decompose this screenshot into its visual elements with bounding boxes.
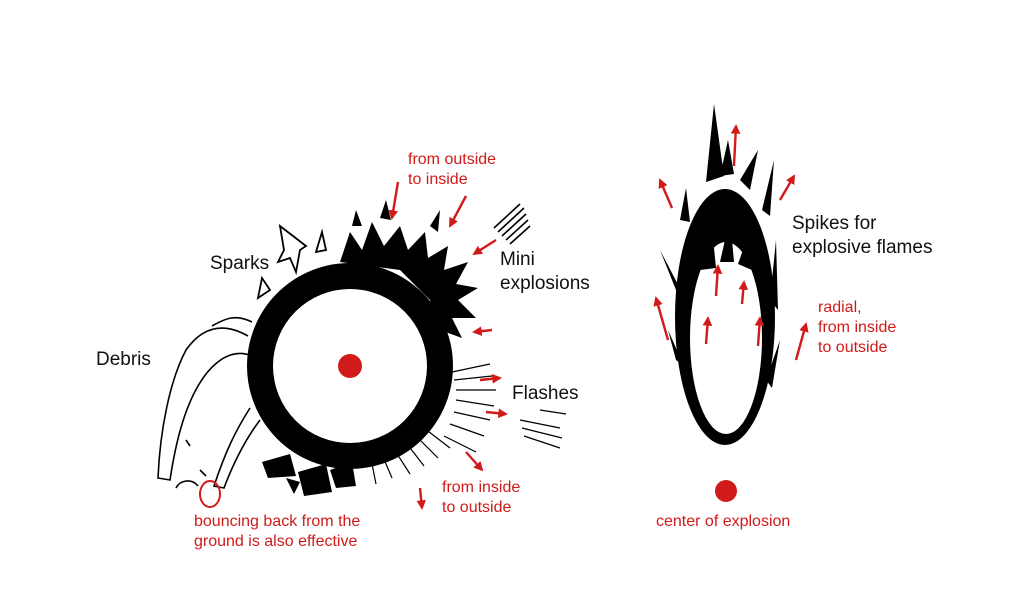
- inner-flame-spikes: [700, 218, 752, 270]
- mini-explosions-label: Mini explosions: [500, 248, 590, 296]
- spikes-line-1: Spikes for: [792, 213, 877, 234]
- outside-to-inside-annotation: from outside to inside: [408, 150, 496, 190]
- inside-to-outside-line-1: from inside: [442, 479, 521, 496]
- arrow-out-down-2: [416, 487, 427, 510]
- inside-to-outside-annotation: from inside to outside: [442, 478, 520, 518]
- radial-arrow-8: [754, 316, 765, 347]
- arrow-outside-in-2: [448, 195, 468, 228]
- spikes-label: Spikes for explosive flames: [792, 212, 932, 260]
- radial-line-2: from inside: [818, 319, 897, 336]
- bounce-annotation: bouncing back from the ground is also ef…: [194, 512, 360, 552]
- center-of-explosion-label: center of explosion: [656, 513, 791, 530]
- outside-to-inside-line-1: from outside: [408, 151, 497, 168]
- arrow-in-right: [472, 326, 493, 336]
- flashes-label: Flashes: [512, 383, 579, 404]
- radial-arrow-4: [653, 296, 670, 341]
- arrow-flash-2: [485, 408, 508, 419]
- debris-label: Debris: [96, 349, 151, 370]
- left-explosion-diagram: [157, 181, 567, 510]
- arrow-flash-1: [479, 373, 502, 384]
- left-direction-arrows: [388, 181, 508, 510]
- radial-arrows: [653, 124, 809, 361]
- radial-arrow-9: [794, 322, 809, 361]
- bounce-line-2: ground is also effective: [194, 533, 358, 550]
- radial-arrow-1: [730, 124, 741, 167]
- arrow-out-down-1: [465, 451, 484, 472]
- radial-line-3: to outside: [818, 339, 888, 356]
- radial-arrow-7: [702, 316, 713, 345]
- left-center-dot: [338, 354, 362, 378]
- right-explosion-diagram: [653, 104, 809, 502]
- bounce-line-1: bouncing back from the: [194, 513, 361, 530]
- radial-arrow-5: [712, 264, 723, 297]
- radial-arrow-6: [738, 280, 749, 305]
- radial-arrow-2: [658, 178, 674, 209]
- flashes-lines: [443, 363, 567, 453]
- outside-to-inside-line-2: to inside: [408, 171, 468, 188]
- spikes-line-2: explosive flames: [792, 236, 933, 258]
- center-of-explosion-dot: [715, 480, 737, 502]
- mini-explosions-line-1: Mini: [500, 249, 535, 270]
- debris-outlines: [157, 316, 261, 489]
- inside-to-outside-line-2: to outside: [442, 499, 512, 516]
- mini-explosions-line-2: explosions: [500, 272, 590, 294]
- radial-line-1: radial,: [818, 299, 862, 316]
- explosion-ring: [247, 263, 453, 469]
- mini-explosion-hatching: [493, 203, 531, 245]
- mini-explosions-burst: [340, 200, 478, 338]
- sparks-shapes: [256, 223, 328, 300]
- arrow-outside-in-1: [388, 181, 400, 220]
- radial-annotation: radial, from inside to outside: [818, 298, 896, 358]
- sparks-label: Sparks: [210, 253, 270, 274]
- radial-arrow-3: [778, 174, 796, 201]
- arrow-mini-explosion: [472, 238, 497, 256]
- bounce-highlight-circle: [199, 480, 221, 508]
- flame-ellipse-inner: [690, 242, 762, 434]
